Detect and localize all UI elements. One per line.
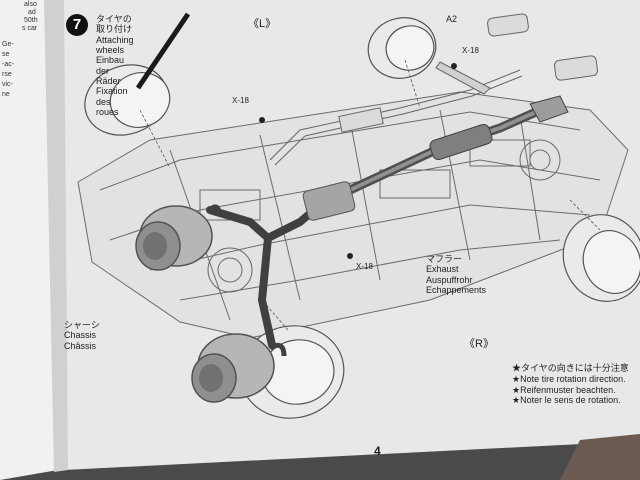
right-wheel-label: 《R》 [464, 338, 494, 350]
left-page-line: se [2, 51, 10, 58]
left-page-line: ad [28, 9, 36, 16]
step-title-jp: タイヤの取り付け [96, 14, 133, 35]
muffler-label-de: Auspuffrohr [426, 274, 473, 285]
step-number-badge: 7 [66, 14, 88, 36]
table-edge [560, 434, 640, 480]
muffler-label: マフラー Exhaust Auspuffrohr Echappements [426, 254, 486, 295]
tire-direction-notes: ★タイヤの向きには十分注意 ★Note tire rotation direct… [512, 363, 629, 406]
muffler-label-fr: Echappements [426, 285, 487, 296]
chassis-label: シャーシ Chassis Châssis [64, 320, 100, 351]
chassis-label-jp: シャーシ [64, 320, 100, 330]
page-fold-shadow [44, 0, 68, 472]
left-page-line: s car [22, 25, 38, 32]
step-title-block: タイヤの取り付け Attaching wheels Einbau der Räd… [96, 14, 134, 117]
wheel-drawing-right [562, 214, 640, 302]
left-page-line: vic- [2, 81, 13, 88]
left-page-line: ne [2, 91, 10, 98]
exhaust-drawing [269, 13, 599, 166]
screw-label-bottom: X-18 [356, 262, 373, 271]
wheel-drawing-front-left [84, 64, 171, 136]
note-fr: ★Noter le sens de rotation. [512, 395, 621, 406]
wheel-drawing-rear-left [367, 17, 437, 79]
step-title-fr: Fixation des roues [96, 86, 128, 118]
left-page-line: rse [2, 71, 12, 78]
page-number: 4 [374, 444, 381, 458]
painted-exhaust-part [135, 95, 569, 403]
left-page-line: 50th [24, 17, 38, 24]
left-wheel-label: 《L》 [248, 18, 277, 30]
screw-label-left: X-18 [232, 96, 249, 105]
step-title-de: Einbau der Räder [96, 55, 125, 87]
screw-markers [259, 63, 457, 259]
note-de: ★Reifenmuster beachten. [512, 384, 616, 395]
part-a2-label: A2 [446, 14, 458, 24]
left-page [0, 0, 58, 480]
muffler-label-en: Exhaust [426, 264, 459, 275]
muffler-label-jp: マフラー [426, 254, 463, 264]
screw-label-top: X-18 [462, 46, 479, 55]
chassis-drawing [77, 91, 629, 339]
left-page-line: also [24, 1, 37, 8]
guide-lines [139, 59, 601, 331]
chassis-label-fr: Châssis [64, 340, 97, 351]
step-title-en: Attaching wheels [96, 34, 134, 56]
left-page-line: Ge- [2, 41, 14, 48]
note-jp: ★タイヤの向きには十分注意 [512, 363, 629, 373]
sprue-stick [135, 12, 191, 90]
chassis-label-en: Chassis [64, 330, 97, 341]
left-page-line: -ac- [2, 61, 15, 68]
note-en: ★Note tire rotation direction. [512, 373, 626, 384]
